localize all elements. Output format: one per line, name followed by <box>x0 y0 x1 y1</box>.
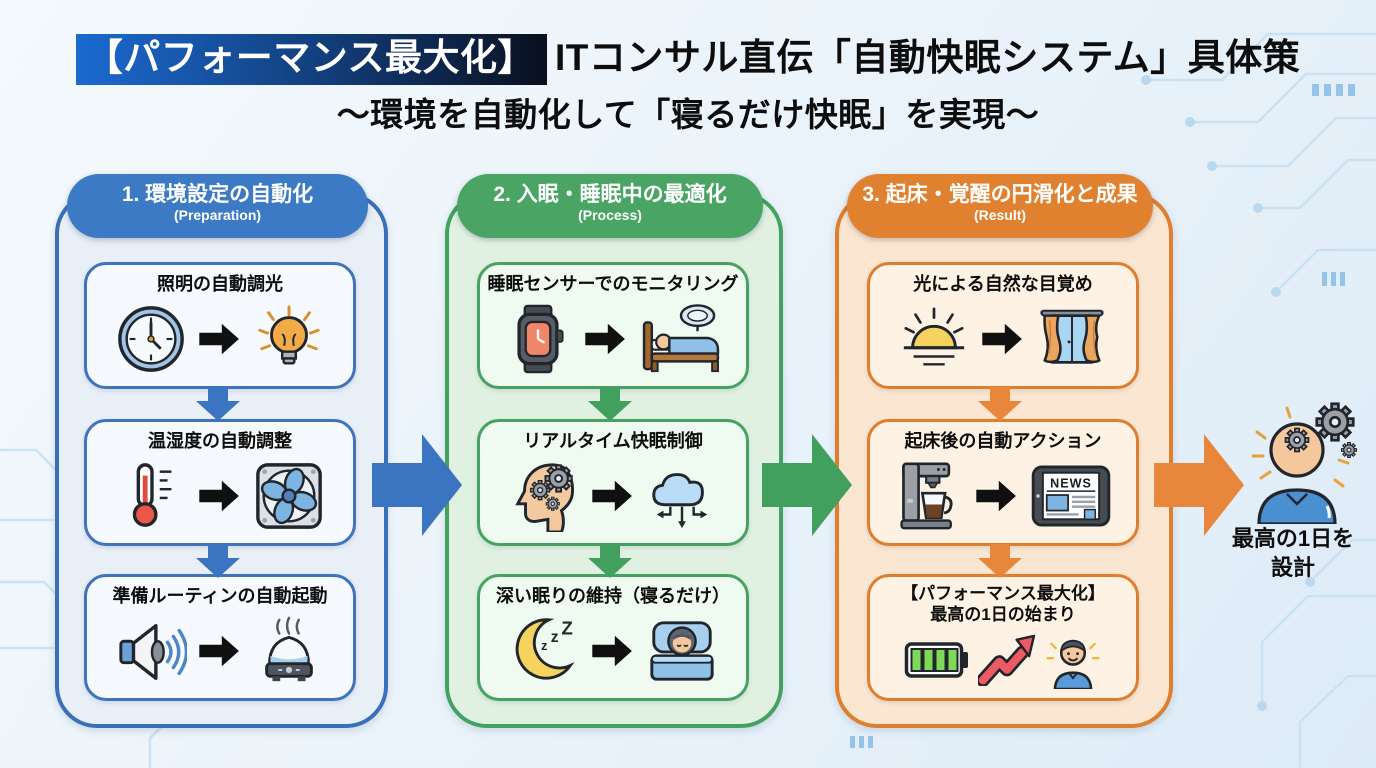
svg-text:NEWS: NEWS <box>1050 476 1092 490</box>
down-arrow-icon <box>588 387 632 421</box>
head-gears-icon <box>515 463 575 532</box>
title-line-1: 【パフォーマンス最大化】ITコンサル直伝「自動快眠システム」具体策 <box>0 34 1376 85</box>
step-title: 睡眠センサーでのモニタリング <box>487 274 739 294</box>
down-arrow-icon <box>588 544 632 578</box>
output-label: 最高の1日を 設計 <box>1205 524 1376 582</box>
step-box-auto-actions: 起床後の自動アクション NEWS <box>867 419 1139 546</box>
sleeping-person-icon <box>650 621 714 681</box>
arrow-right-icon <box>592 480 632 512</box>
step-box-light-wakeup: 光による自然な目覚め <box>867 262 1139 389</box>
lightbulb-icon <box>258 305 320 365</box>
step-box-temperature: 温湿度の自動調整 <box>84 419 356 546</box>
arrow-right-icon <box>199 480 239 512</box>
step-title: 準備ルーティンの自動起動 <box>112 586 328 606</box>
happy-person-icon <box>1046 639 1100 689</box>
cloud-control-icon <box>652 473 708 529</box>
rising-arrow-icon <box>978 634 1036 686</box>
moon-zzz-icon: z z Z <box>515 617 575 680</box>
column-header-subtitle: (Preparation) <box>173 207 262 223</box>
column-header-result: 3. 起床・覚醒の円滑化と成果 (Result) <box>847 174 1153 238</box>
step-box-sleep-monitoring: 睡眠センサーでのモニタリング <box>477 262 749 389</box>
clock-icon <box>118 306 184 372</box>
step-title: リアルタイム快眠制御 <box>523 431 703 451</box>
step-title: 照明の自動調光 <box>157 274 283 294</box>
column-header-process: 2. 入眠・睡眠中の最適化 (Process) <box>457 174 763 238</box>
aroma-diffuser-icon <box>265 616 313 682</box>
column-header-preparation: 1. 環境設定の自動化 (Preparation) <box>67 174 368 238</box>
speaker-icon <box>119 624 187 680</box>
title-badge: 【パフォーマンス最大化】 <box>75 34 547 85</box>
coffee-maker-icon <box>900 462 953 530</box>
flow-arrow-process-to-result <box>762 434 852 536</box>
step-title: 【パフォーマンス最大化】 <box>901 584 1105 603</box>
page-title: 【パフォーマンス最大化】ITコンサル直伝「自動快眠システム」具体策 ～環境を自動… <box>0 34 1376 136</box>
arrow-right-icon <box>199 323 239 355</box>
column-header-subtitle: (Result) <box>973 207 1027 223</box>
design-day-person-icon <box>1251 402 1357 524</box>
arrow-right-icon <box>976 480 1016 512</box>
step-title: 光による自然な目覚め <box>913 274 1093 294</box>
battery-full-icon <box>904 642 968 678</box>
arrow-right-icon <box>982 323 1022 355</box>
news-tablet-icon: NEWS <box>1031 465 1111 527</box>
flow-arrow-result-to-output <box>1154 434 1244 536</box>
arrow-right-icon <box>592 635 632 667</box>
step-title: 起床後の自動アクション <box>904 431 1102 451</box>
smartwatch-icon <box>517 304 564 374</box>
column-header-subtitle: (Process) <box>578 207 642 223</box>
sunrise-icon <box>903 307 965 366</box>
step-title: 深い眠りの維持（寝るだけ） <box>496 586 730 606</box>
fan-icon <box>256 463 322 529</box>
sleep-monitoring-bed-icon <box>642 304 720 373</box>
column-header-title: 1. 環境設定の自動化 <box>121 183 314 206</box>
column-header-title: 2. 入眠・睡眠中の最適化 <box>493 183 727 206</box>
svg-text:Z: Z <box>562 617 573 638</box>
output-label-line1: 最高の1日を <box>1231 526 1355 551</box>
down-arrow-icon <box>196 387 240 421</box>
arrow-right-icon <box>199 635 239 667</box>
step-box-routine: 準備ルーティンの自動起動 <box>84 574 356 701</box>
output-label-line2: 設計 <box>1270 555 1315 580</box>
step-box-deep-sleep: 深い眠りの維持（寝るだけ） z z Z <box>477 574 749 701</box>
thermometer-icon <box>132 463 172 527</box>
down-arrow-icon <box>978 387 1022 421</box>
title-main: ITコンサル直伝「自動快眠システム」具体策 <box>554 37 1301 78</box>
down-arrow-icon <box>978 544 1022 578</box>
arrow-right-icon <box>585 323 625 355</box>
curtains-window-icon <box>1039 309 1105 364</box>
step-title: 温湿度の自動調整 <box>148 431 292 451</box>
step-title-line2: 最高の1日の始まり <box>930 605 1076 624</box>
step-box-lighting: 照明の自動調光 <box>84 262 356 389</box>
step-box-performance-max: 【パフォーマンス最大化】 最高の1日の始まり <box>867 574 1139 701</box>
title-subtitle: ～環境を自動化して「寝るだけ快眠」を実現～ <box>336 96 1040 133</box>
flow-arrow-preparation-to-process <box>372 434 462 536</box>
down-arrow-icon <box>196 544 240 578</box>
step-box-realtime-control: リアルタイム快眠制御 <box>477 419 749 546</box>
svg-text:z: z <box>541 639 547 653</box>
column-header-title: 3. 起床・覚醒の円滑化と成果 <box>862 183 1138 206</box>
svg-text:z: z <box>551 629 559 646</box>
